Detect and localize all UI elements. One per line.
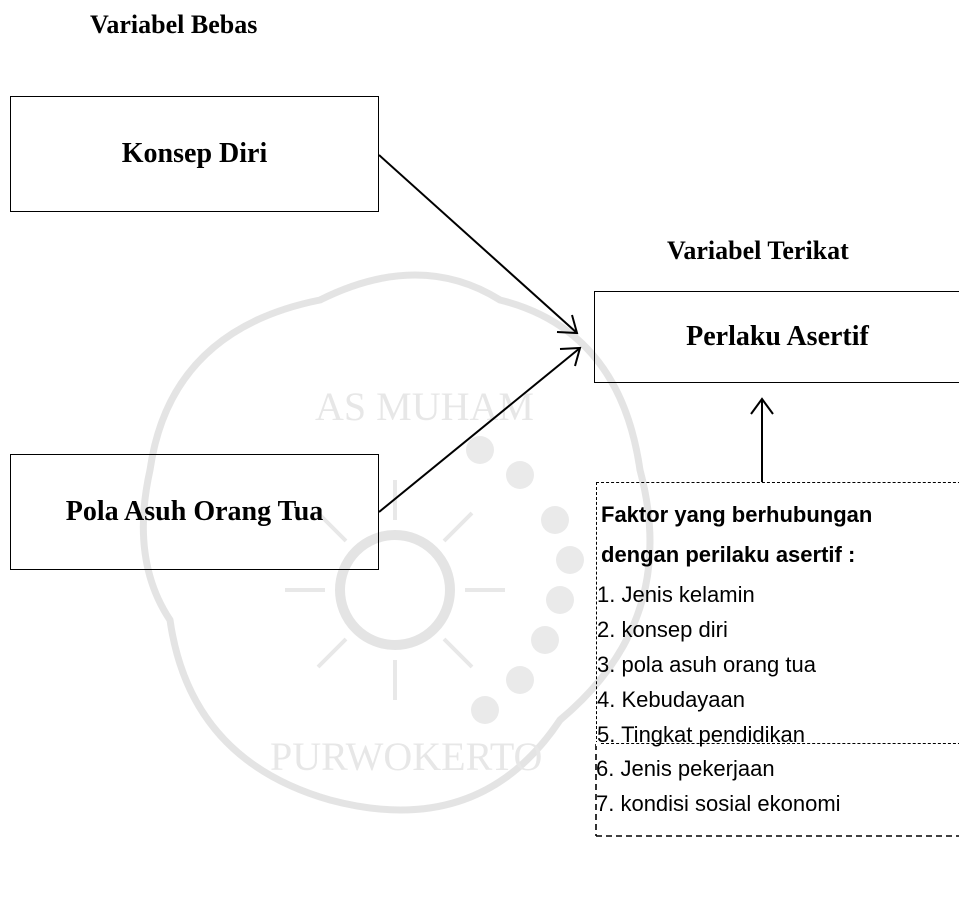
arrowhead-faktor <box>750 397 774 415</box>
factor-item: 4. Kebudayaan <box>597 687 746 712</box>
factor-item: 7. kondisi sosial ekonomi <box>596 791 841 816</box>
factor-item: 6. Jenis pekerjaan <box>596 756 775 781</box>
factor-item: 3. pola asuh orang tua <box>597 652 816 677</box>
factors-title-line2: dengan perilaku asertif : <box>601 542 856 567</box>
arrowhead-pola <box>559 346 582 367</box>
arrowhead-konsep <box>556 314 579 335</box>
seal-arc-bottom-text: PURWOKERTO <box>270 734 542 779</box>
seal-arc-top-text: AS MUHAM <box>315 384 534 429</box>
factor-item: 1. Jenis kelamin <box>597 582 755 607</box>
perilaku-asertif-box: Perlaku Asertif <box>594 291 959 383</box>
factors-title-line1: Faktor yang berhubungan <box>601 502 873 527</box>
independent-variable-heading: Variabel Bebas <box>90 10 258 39</box>
arrow-konsep-to-asertif <box>378 154 578 334</box>
perilaku-asertif-label: Perlaku Asertif <box>686 321 869 352</box>
konsep-diri-box: Konsep Diri <box>10 96 379 212</box>
pola-asuh-label: Pola Asuh Orang Tua <box>65 496 324 527</box>
factors-box: Faktor yang berhubungan dengan perilaku … <box>596 482 959 747</box>
pola-asuh-box: Pola Asuh Orang Tua <box>10 454 379 570</box>
arrow-pola-to-asertif <box>378 347 581 513</box>
konsep-diri-label: Konsep Diri <box>121 138 268 169</box>
factor-item: 2. konsep diri <box>597 617 728 642</box>
dependent-variable-heading: Variabel Terikat <box>667 236 849 265</box>
factor-item: 5. Tingkat pendidikan <box>597 722 805 747</box>
